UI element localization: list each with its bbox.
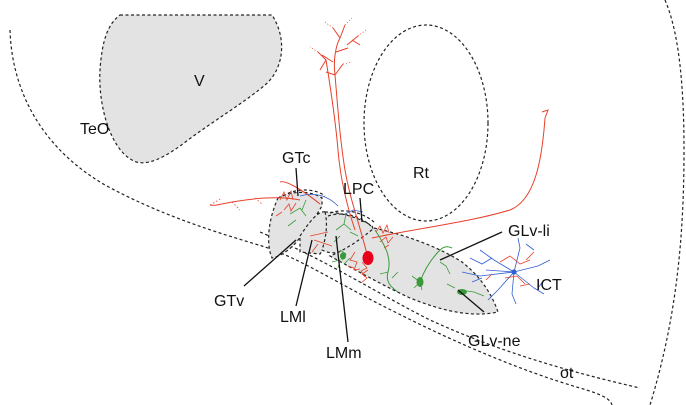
label-lml: LMl (280, 309, 306, 326)
gtc-region (268, 191, 323, 259)
glv-region (328, 227, 499, 315)
ventricle-v (99, 14, 283, 164)
blue-soma (511, 269, 517, 275)
label-ict: ICT (536, 277, 562, 294)
label-v: V (194, 73, 205, 90)
label-rt: Rt (413, 165, 430, 182)
nucleus-rotundus (363, 24, 489, 222)
glv-li-leader (439, 231, 503, 261)
leader-lines (243, 167, 503, 343)
label-gtc: GTc (282, 150, 310, 167)
red-neuron-projections (209, 17, 549, 284)
lmm-leader (335, 235, 349, 343)
section-right-outline (649, 0, 685, 405)
red-soma (362, 251, 374, 265)
label-glv-li: GLv-li (508, 223, 550, 240)
label-ot: ot (560, 365, 574, 382)
green-soma-1 (416, 277, 424, 287)
gtc-leader (295, 167, 299, 197)
lpc-cap-2 (327, 213, 372, 227)
glv-ne-leader (457, 289, 485, 313)
blue-neurons (299, 194, 551, 305)
lpc-leader (359, 197, 363, 223)
optic-tract-outline (259, 231, 641, 389)
lml-leader (295, 239, 313, 307)
label-glv-ne: GLv-ne (468, 333, 521, 350)
label-teo: TeO (80, 121, 109, 138)
label-lpc: LPC (343, 181, 374, 198)
lpc-cap (329, 210, 375, 223)
gtc-cap (282, 189, 326, 197)
red-ict-terminals (485, 251, 535, 287)
label-lmm: LMm (326, 345, 362, 362)
label-gtv: GTv (214, 293, 244, 310)
gtv-leader (243, 239, 297, 287)
green-soma-3 (340, 252, 346, 260)
teo-outline (9, 29, 613, 405)
